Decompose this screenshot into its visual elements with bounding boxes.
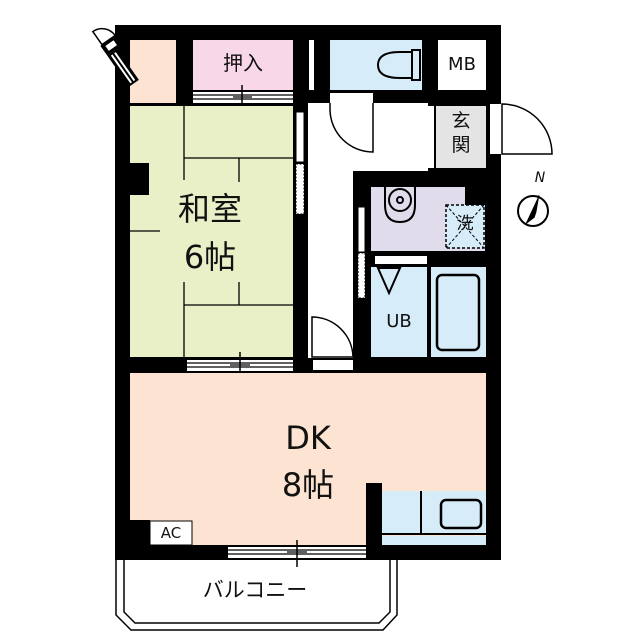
washitsu-size: 6帖 (183, 238, 237, 276)
toilet-door (329, 93, 374, 153)
kitchen-counter (382, 491, 486, 545)
storage-room (130, 40, 176, 103)
washroom-sliding-door (357, 206, 366, 299)
bath-door-icon (376, 267, 402, 296)
laundry-space (445, 204, 485, 249)
mb-room (438, 40, 486, 90)
washitsu-name: 和室 (177, 190, 242, 228)
dk-room (130, 373, 486, 545)
closet-room (193, 40, 293, 90)
toilet-icon (376, 49, 421, 81)
washitsu-hall-door (295, 111, 305, 215)
washitsu-dk-sliding-door (187, 352, 293, 378)
corner-window (91, 27, 139, 87)
genkan-label: 玄関 (451, 110, 471, 156)
dk-name: DK (285, 419, 331, 457)
closet-label: 押入 (223, 51, 263, 75)
mb-label: MB (448, 54, 476, 75)
balcony (115, 560, 398, 631)
dk-hall-door (311, 316, 354, 370)
laundry-label: 洗 (456, 214, 474, 234)
bathtub (431, 267, 486, 357)
bath-label: UB (386, 311, 412, 332)
ac-label: AC (160, 524, 182, 542)
compass-north-label: N (534, 170, 546, 186)
balcony-label: バルコニー (202, 578, 308, 602)
genkan-area (436, 106, 486, 168)
washitsu-room (130, 104, 293, 357)
bath-room (371, 267, 427, 357)
washbasin-icon (384, 187, 416, 224)
closet-sliding-door (193, 85, 293, 110)
ac-unit (149, 520, 193, 546)
dk-size: 8帖 (281, 466, 335, 504)
entrance-door (490, 103, 553, 155)
compass-icon (517, 194, 549, 227)
balcony-window (228, 540, 366, 567)
